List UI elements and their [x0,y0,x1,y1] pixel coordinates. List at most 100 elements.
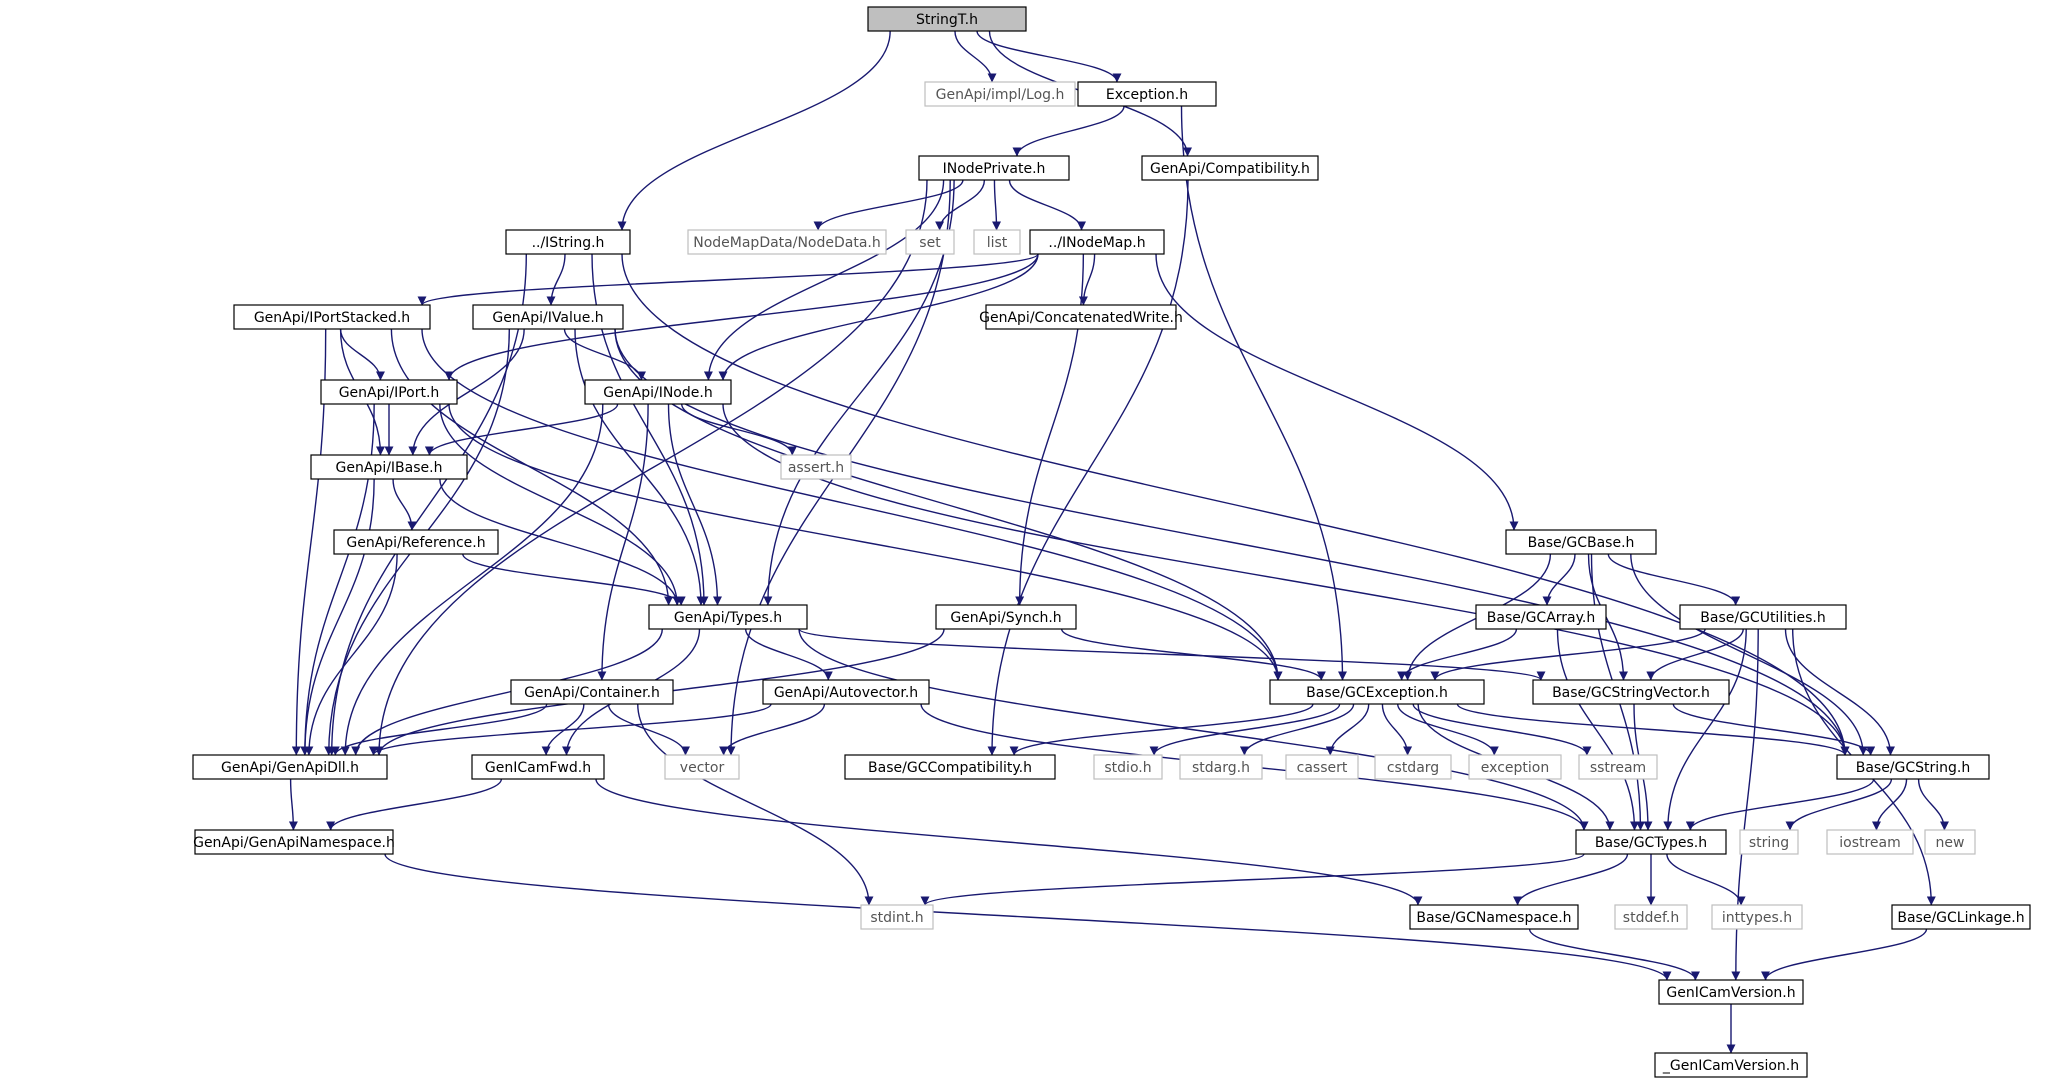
node-reference[interactable]: GenApi/Reference.h [333,529,499,555]
node-gcexception[interactable]: Base/GCException.h [1269,679,1485,705]
node-label: _GenICamVersion.h [1662,1058,1799,1074]
node-box [1891,904,2031,930]
node-box [510,679,674,705]
node-_genicamver[interactable]: _GenICamVersion.h [1654,1052,1808,1078]
node-label: GenICamFwd.h [485,760,591,776]
node-iport[interactable]: GenApi/IPort.h [320,379,458,405]
node-types[interactable]: GenApi/Types.h [648,604,808,630]
node-label: stdio.h [1104,760,1151,776]
edge-iportstacked-to-gcexception [421,328,1283,681]
node-label: cstdarg [1387,760,1439,776]
edge-gcexception-to-gccompat [1009,703,1314,756]
edge-ivalue-to-ibase [408,328,525,456]
edge-genicamfwd-to-genapins [326,778,503,831]
edge-inodeprivate-to-set [935,179,986,231]
node-box [1468,754,1562,780]
edge-stringt-to-istring [617,30,891,231]
node-box [472,304,624,330]
edge-gcstrvec-to-gcstring [1672,703,1876,756]
node-box [648,604,808,630]
node-inodeprivate[interactable]: INodePrivate.h [918,155,1070,181]
node-box [1924,829,1976,855]
node-box [192,754,388,780]
node-gcstrvec[interactable]: Base/GCStringVector.h [1532,679,1730,705]
node-autovector[interactable]: GenApi/Autovector.h [762,679,930,705]
edge-gcstring-to-string [1785,778,1893,831]
node-box [1409,904,1579,930]
node-gcutil[interactable]: Base/GCUtilities.h [1679,604,1847,630]
node-label: GenApi/IPortStacked.h [254,310,410,326]
edge-inode-to-ibase [424,403,619,456]
edge-inodeprivate-to-inode [703,179,945,381]
node-gcstring[interactable]: Base/GCString.h [1836,754,1990,780]
edge-gcarray-to-gcexception [1397,628,1518,681]
node-gclinkage[interactable]: Base/GCLinkage.h [1891,904,2031,930]
node-label: GenApi/Compatibility.h [1150,161,1310,177]
node-exception[interactable]: Exception.h [1077,81,1217,107]
edge-compat-to-gccompat [987,179,1189,756]
node-gcarray[interactable]: Base/GCArray.h [1475,604,1607,630]
node-inodemap[interactable]: ../INodeMap.h [1029,229,1165,255]
edge-types-to-genapidll [351,628,663,756]
node-gccompat[interactable]: Base/GCCompatibility.h [844,754,1056,780]
node-label: GenApi/INode.h [603,385,712,401]
node-label: GenApi/Reference.h [346,535,485,551]
node-box [973,229,1021,255]
node-box [1179,754,1263,780]
node-box [1739,829,1799,855]
node-list: list [973,229,1021,255]
node-genicamver[interactable]: GenICamVersion.h [1658,979,1804,1005]
node-label: exception [1481,760,1549,776]
node-stringt[interactable]: StringT.h [867,6,1027,32]
node-label: Base/GCLinkage.h [1897,910,2024,926]
node-label: GenApi/IPort.h [339,385,440,401]
node-label: Base/GCBase.h [1528,535,1635,551]
edge-gclinkage-to-genicamver [1761,928,1928,981]
node-genicamfwd[interactable]: GenICamFwd.h [471,754,605,780]
node-inode[interactable]: GenApi/INode.h [584,379,732,405]
node-label: Base/GCStringVector.h [1552,685,1710,701]
edge-types-to-gctypes [798,628,1589,831]
node-synch[interactable]: GenApi/Synch.h [935,604,1077,630]
node-stddef: stddef.h [1614,904,1688,930]
edge-gcexception-to-cstdarg [1381,703,1413,756]
node-label: Base/GCException.h [1306,685,1448,701]
node-gcbase[interactable]: Base/GCBase.h [1505,529,1657,555]
node-label: GenApi/Synch.h [950,610,1061,626]
node-new: new [1924,829,1976,855]
edge-gcbase-to-gcstring [1630,553,1868,756]
node-label: string [1749,835,1789,851]
node-label: sstream [1590,760,1646,776]
node-concat[interactable]: GenApi/ConcatenatedWrite.h [979,304,1183,330]
node-label: GenICamVersion.h [1666,985,1795,1001]
node-genapins[interactable]: GenApi/GenApiNamespace.h [193,829,395,855]
edge-ivalue-to-types [574,328,706,606]
node-box [320,379,458,405]
node-ibase[interactable]: GenApi/IBase.h [310,454,468,480]
node-box [860,904,934,930]
node-container[interactable]: GenApi/Container.h [510,679,674,705]
edge-gcexception-to-stdio [1149,703,1341,756]
node-label: GenApi/ConcatenatedWrite.h [979,310,1183,326]
edge-inode-to-genapidll [340,403,604,756]
node-inttypes: inttypes.h [1711,904,1803,930]
node-box [918,155,1070,181]
node-label: GenApi/GenApiNamespace.h [193,835,395,851]
edge-inodeprivate-to-inodemap [1008,179,1087,231]
node-label: ../IString.h [532,235,605,251]
node-stdarg: stdarg.h [1179,754,1263,780]
node-box [1077,81,1217,107]
node-iportstacked[interactable]: GenApi/IPortStacked.h [233,304,431,330]
edge-inodemap-to-concat [1078,253,1096,306]
node-gctypes[interactable]: Base/GCTypes.h [1575,829,1727,855]
node-istring[interactable]: ../IString.h [505,229,631,255]
node-compat[interactable]: GenApi/Compatibility.h [1141,155,1319,181]
node-genapidll[interactable]: GenApi/GenApiDll.h [192,754,388,780]
edge-container-to-stdint [637,703,874,906]
edge-exception-to-inodeprivate [1012,105,1125,157]
node-ivalue[interactable]: GenApi/IValue.h [472,304,624,330]
node-string: string [1739,829,1799,855]
node-gcns[interactable]: Base/GCNamespace.h [1409,904,1579,930]
node-box [664,754,740,780]
